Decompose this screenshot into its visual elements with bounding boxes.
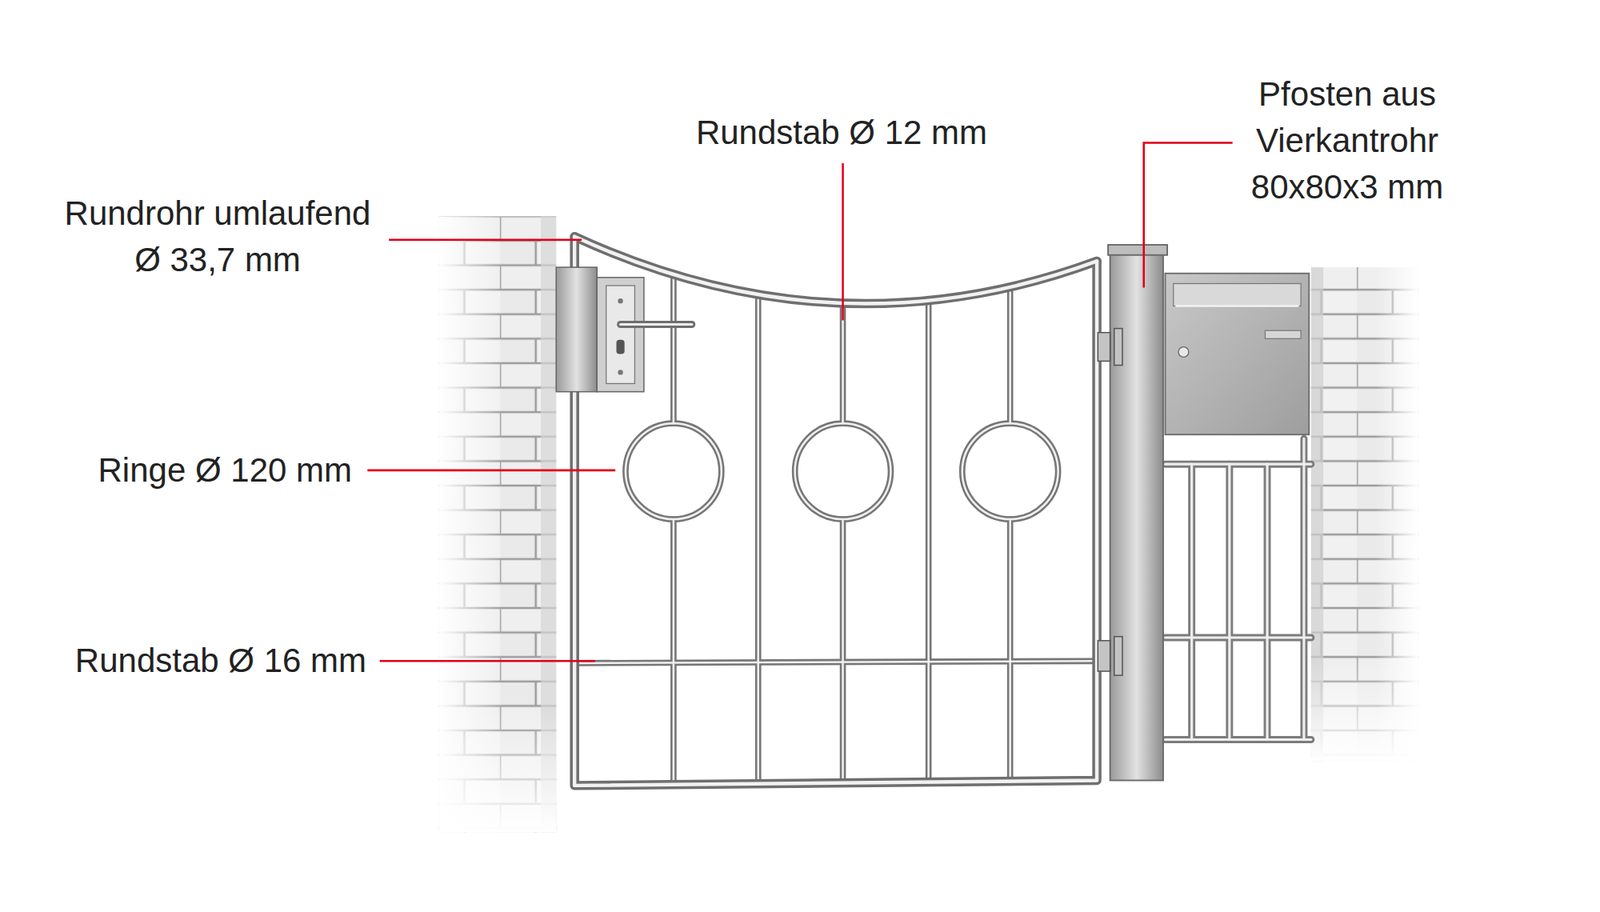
callout-label: Rundstab Ø 12 mm [696, 109, 988, 156]
hinges [1097, 328, 1123, 676]
gate-lock [556, 267, 692, 392]
round-bars [578, 274, 1093, 785]
square-post [1108, 244, 1168, 780]
callout-label: Rundstab Ø 16 mm [75, 637, 367, 684]
brick-pillar-right [1311, 267, 1419, 761]
leader-lines [367, 143, 1232, 662]
callout-label: Pfosten aus Vierkantrohr 80x80x3 mm [1241, 71, 1454, 211]
mailbox [1165, 273, 1310, 435]
gate-frame [574, 236, 1097, 786]
brick-pillar-left [439, 216, 557, 832]
side-panel [1165, 438, 1312, 740]
callout-label: Ringe Ø 120 mm [98, 447, 352, 494]
callout-label: Rundrohr umlaufend Ø 33,7 mm [53, 190, 382, 284]
